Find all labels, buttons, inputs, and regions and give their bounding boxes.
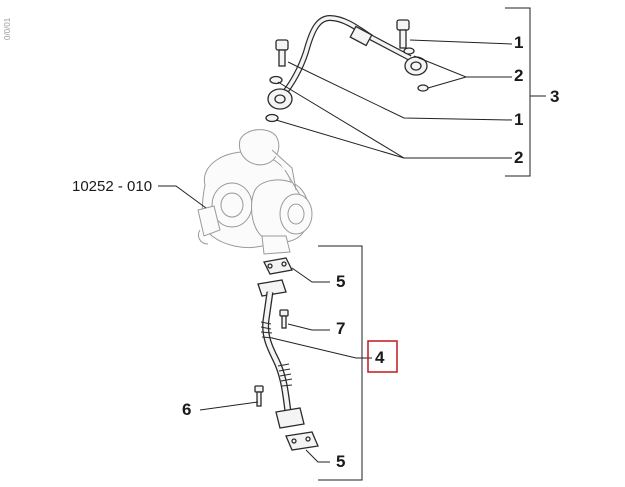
highlight-box (367, 340, 398, 373)
banjo-bolt-top-right (396, 19, 410, 49)
washer-top-right-2 (417, 84, 429, 92)
reference-number[interactable]: 10252 - 010 (72, 178, 152, 195)
oil-feed-pipe-assembly (265, 14, 429, 123)
banjo-bolt-left (275, 39, 289, 67)
callout-6[interactable]: 6 (182, 400, 191, 419)
washer-left-1 (269, 75, 283, 85)
callout-5-top[interactable]: 5 (336, 272, 345, 291)
callout-2-mid[interactable]: 2 (514, 148, 523, 167)
oil-return-pipe-assembly (254, 257, 319, 451)
callout-4[interactable]: 4 (375, 348, 385, 367)
washer-top-right-1 (403, 47, 415, 55)
callout-5-bottom[interactable]: 5 (336, 452, 345, 471)
watermark-text: 0/0/01 (3, 17, 12, 40)
callout-2-top[interactable]: 2 (514, 66, 523, 85)
bolt-6 (254, 385, 264, 407)
callout-1-top[interactable]: 1 (514, 33, 523, 52)
washer-left-2 (265, 113, 279, 123)
callout-1-mid[interactable]: 1 (514, 110, 523, 129)
callout-3[interactable]: 3 (550, 87, 559, 106)
gasket-lower (285, 431, 319, 451)
leader-lines (158, 7, 546, 481)
turbocharger-reference-assembly (197, 129, 313, 255)
bolt-7 (279, 309, 289, 329)
callout-7[interactable]: 7 (336, 319, 345, 338)
